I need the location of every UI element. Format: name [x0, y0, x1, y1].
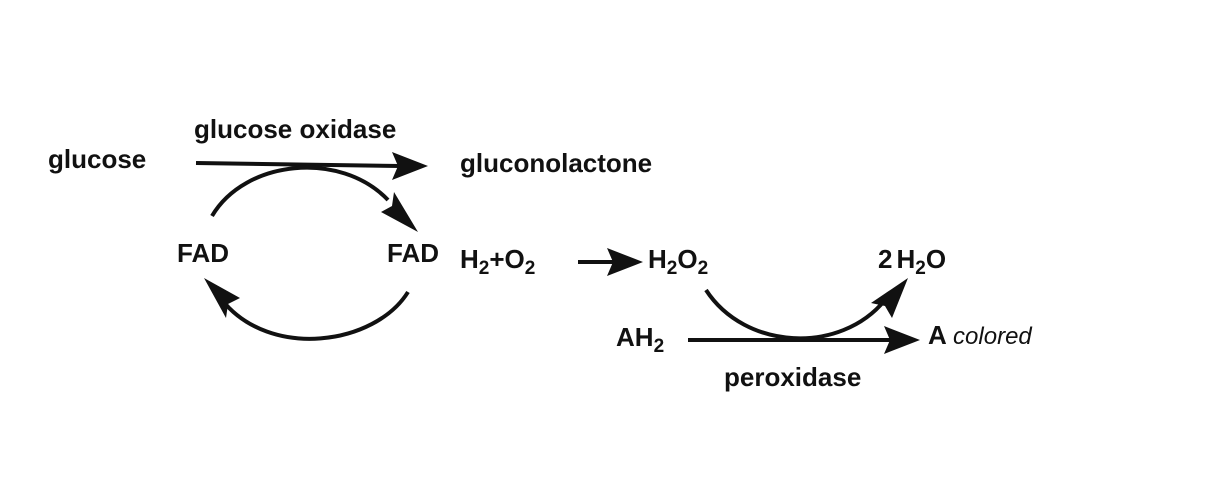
label-fad-left: FAD — [177, 238, 229, 268]
glucose-oxidase-arrow — [195, 161, 401, 168]
label-ah2: AH2 — [616, 322, 664, 356]
label-h2-plus-o2: H2+O2 — [460, 244, 535, 278]
h2-subscript: 2 — [478, 258, 490, 279]
h2o2-sub2: 2 — [697, 258, 709, 279]
h2o2-h: H — [648, 244, 667, 274]
label-glucose: glucose — [48, 144, 147, 174]
o2-subscript: 2 — [524, 258, 536, 279]
ah2-subscript: 2 — [653, 336, 665, 357]
h2o2-sub1: 2 — [666, 258, 678, 279]
water-o: O — [925, 244, 947, 274]
fad-lower-arrowhead — [204, 278, 240, 318]
h2o2-to-water-arrowhead — [871, 278, 908, 318]
label-fad-right: FAD — [387, 238, 439, 268]
water-coefficient: 2 — [878, 244, 893, 274]
label-peroxidase: peroxidase — [724, 362, 862, 392]
colored-note: colored — [953, 323, 1032, 350]
o2-symbol: O — [504, 244, 525, 274]
h2-symbol: H — [460, 244, 479, 274]
peroxidase-arrowhead — [884, 326, 920, 354]
water-h: H — [896, 244, 916, 274]
label-gluconolactone: gluconolactone — [460, 148, 653, 178]
fad-upper-curved-arrow — [210, 165, 390, 218]
label-a-colored: A colored — [928, 320, 1032, 352]
water-subscript: 2 — [915, 258, 926, 279]
fad-lower-curved-arrow — [220, 290, 410, 341]
a-product: A — [928, 320, 946, 350]
fad-upper-arrowhead — [381, 192, 418, 232]
label-glucose-oxidase: glucose oxidase — [194, 114, 397, 144]
h2o2-to-water-curved-arrow — [704, 288, 887, 341]
h2o2-formation-arrowhead — [607, 248, 643, 276]
label-h2o2: H2O2 — [648, 244, 708, 278]
glucose-oxidase-arrowhead — [392, 152, 428, 180]
ah2-symbol: AH — [616, 322, 654, 352]
plus-sign: + — [489, 244, 505, 274]
h2o2-o: O — [677, 244, 698, 274]
